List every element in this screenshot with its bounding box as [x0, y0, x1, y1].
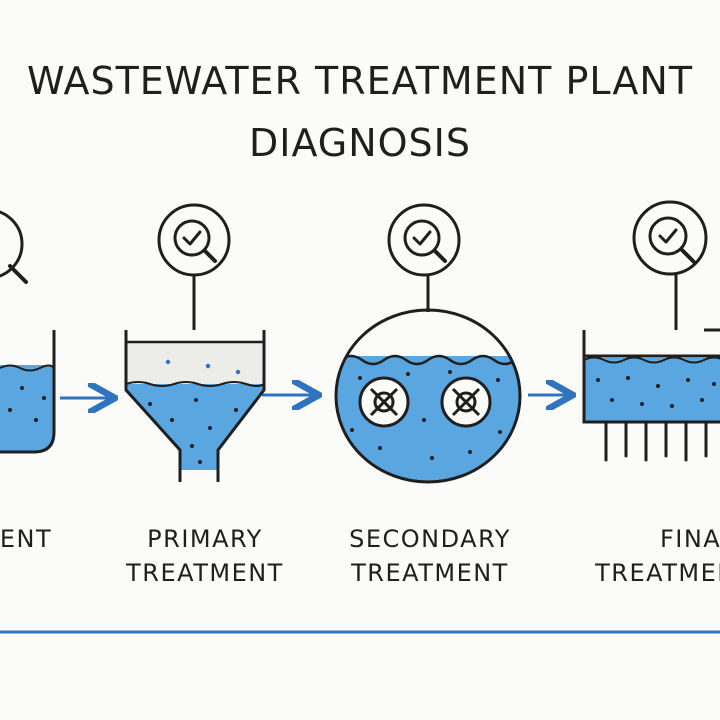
stage-label-line-2: TREATMENT [351, 559, 509, 587]
aerator-left-icon [358, 376, 410, 428]
stage-label-line-2: ENT [0, 525, 53, 553]
filter-bed [582, 330, 720, 462]
aeration-tank [334, 308, 522, 484]
title-line-1: WASTEWATER TREATMENT PLANT [26, 59, 694, 103]
stage-label-line-1: FINAL [659, 525, 720, 553]
stage-label-final: FINAL TREATMENT [584, 522, 720, 590]
page-title: WASTEWATER TREATMENT PLANT DIAGNOSIS [0, 50, 720, 174]
stage-label-secondary: SECONDARY TREATMENT [330, 522, 530, 590]
influent-tank [0, 330, 56, 454]
stage-label-line-2: TREATMENT [126, 559, 284, 587]
final-stage [582, 200, 720, 462]
secondary-stage [334, 203, 522, 484]
magnifier-check-icon [0, 210, 28, 284]
title-line-2: DIAGNOSIS [248, 121, 472, 165]
stage-label-line-1: PRIMARY [147, 525, 263, 553]
magnifier-check-icon [387, 203, 461, 277]
stage-label-primary: PRIMARY TREATMENT [120, 522, 290, 590]
stage-label-line-1: SECONDARY [349, 525, 511, 553]
magnifier-check-icon [157, 203, 231, 277]
influent-stage [0, 210, 56, 454]
primary-clarifier [124, 330, 266, 482]
magnifier-check-icon [632, 200, 708, 276]
aerator-right-icon [440, 376, 492, 428]
stage-label-line-2: TREATMENT [595, 559, 720, 587]
primary-stage [124, 203, 266, 482]
